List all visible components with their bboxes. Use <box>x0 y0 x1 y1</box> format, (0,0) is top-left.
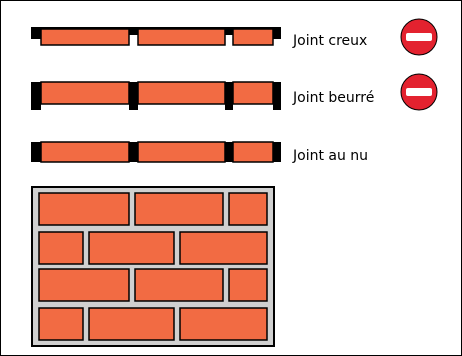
wall-brick <box>134 268 224 302</box>
wall-brick <box>134 192 224 226</box>
wall-brick <box>179 307 268 341</box>
wall-brick <box>38 268 130 302</box>
brick <box>137 28 226 46</box>
wall-brick <box>38 231 84 265</box>
brick <box>137 81 226 105</box>
brick <box>232 141 274 163</box>
brick <box>40 28 130 46</box>
brick <box>232 81 274 105</box>
wall-brick <box>88 231 175 265</box>
mortar-joint <box>31 82 41 110</box>
no-entry-icon <box>400 18 438 56</box>
no-entry-bar <box>406 88 432 96</box>
no-entry-icon <box>400 73 438 111</box>
brick <box>137 141 226 163</box>
brick <box>40 81 130 105</box>
wall-brick <box>179 231 268 265</box>
mortar-end <box>273 27 281 39</box>
wall-brick <box>228 192 268 226</box>
mortar-joint <box>273 142 281 162</box>
wall-brick <box>38 307 84 341</box>
brick-wall <box>31 186 275 347</box>
mortar-joint <box>129 82 138 110</box>
label-joint-creux: Joint creux <box>293 33 368 49</box>
wall-brick <box>88 307 175 341</box>
brick <box>40 141 130 163</box>
mortar-joint <box>225 142 233 162</box>
joint-rows <box>31 18 438 163</box>
mortar-end <box>31 27 41 39</box>
wall-brick <box>228 268 268 302</box>
joint-row-joint-creux <box>31 18 438 56</box>
mortar-joint <box>225 82 233 110</box>
joint-row-joint-beurre <box>31 73 438 111</box>
brick <box>232 28 274 46</box>
label-joint-beurre: Joint beurré <box>293 90 375 106</box>
mortar-joint <box>273 82 281 110</box>
no-entry-bar <box>406 33 432 41</box>
joint-row-joint-au-nu <box>31 141 281 163</box>
mortar-joint <box>31 142 41 162</box>
label-joint-au-nu: Joint au nu <box>293 148 369 164</box>
wall-brick <box>38 192 130 226</box>
mortar-joint <box>129 142 138 162</box>
